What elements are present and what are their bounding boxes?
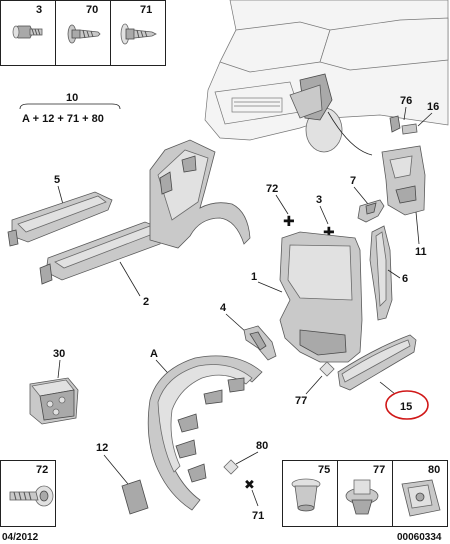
label-7: 7: [350, 175, 356, 187]
label-10: 10: [66, 92, 78, 104]
bracket-7: 7: [350, 175, 385, 223]
flange-screw-icon: [120, 23, 157, 45]
fixing-callouts-top: 72 ✚ 3 ✚: [266, 183, 335, 241]
stud-icon: [12, 25, 43, 39]
label-5: 5: [54, 174, 60, 186]
sill-parts: 5 2: [7, 174, 166, 308]
cross-fixing-icon: ✚: [323, 225, 335, 241]
label-72: 72: [266, 183, 278, 195]
fixings-liner: 80 ✖ 71: [223, 440, 268, 522]
label-12: 12: [96, 442, 108, 454]
label-3: 3: [36, 4, 42, 16]
wheel-arch-liner-A: A: [147, 348, 263, 511]
module-30: 30: [29, 348, 79, 425]
plug-clip-icon: [345, 479, 379, 515]
clip-77: 77: [295, 361, 335, 407]
label-1: 1: [251, 271, 257, 283]
screw-icon: [9, 485, 54, 507]
label-72-box: 72: [36, 464, 48, 476]
label-80-box: 80: [428, 464, 440, 476]
cover-12: 12: [96, 442, 149, 515]
label-70: 70: [86, 4, 98, 16]
fastener-box-bottom-right: 75 77 80: [282, 460, 448, 527]
wheel-arch-trim-15: 15: [337, 334, 429, 420]
label-6: 6: [402, 273, 408, 285]
mudflap-assembly: 76 16 11: [381, 95, 439, 258]
push-clip-icon: [291, 478, 321, 512]
label-77-box: 77: [373, 464, 385, 476]
square-nut-clip-icon: [401, 479, 441, 517]
label-A: A: [150, 348, 158, 360]
label-80-liner: 80: [256, 440, 268, 452]
highlight-circle: [385, 390, 429, 420]
front-fender-1: 1: [251, 231, 363, 363]
van-illustration: [204, 0, 449, 156]
label-4: 4: [220, 302, 227, 314]
label-76: 76: [400, 95, 412, 107]
label-2: 2: [143, 296, 149, 308]
label-71: 71: [140, 4, 152, 16]
cross-fixing-icon: ✖: [244, 478, 255, 493]
label-71-liner: 71: [252, 510, 264, 522]
fastener-box-top: 3 70 71: [0, 0, 166, 66]
label-16: 16: [427, 101, 439, 113]
label-77: 77: [295, 395, 307, 407]
bracket-4: 4: [220, 302, 277, 361]
cross-fixing-icon: ✚: [283, 214, 295, 230]
label-15: 15: [400, 401, 412, 413]
footer-code: 00060334: [397, 532, 442, 543]
label-3-fender: 3: [316, 194, 322, 206]
inner-wheel-arch-panel: [149, 139, 251, 249]
kit-callout-10: 10 A + 12 + 71 + 80: [19, 92, 121, 125]
fastener-box-bottom-left: 72: [0, 460, 56, 527]
screw-icon: [67, 24, 101, 44]
fender-bracket-6: 6: [369, 225, 408, 321]
label-75: 75: [318, 464, 330, 476]
label-11: 11: [415, 246, 427, 258]
label-30: 30: [53, 348, 65, 360]
footer-date: 04/2012: [2, 532, 39, 543]
kit-formula: A + 12 + 71 + 80: [22, 113, 104, 125]
